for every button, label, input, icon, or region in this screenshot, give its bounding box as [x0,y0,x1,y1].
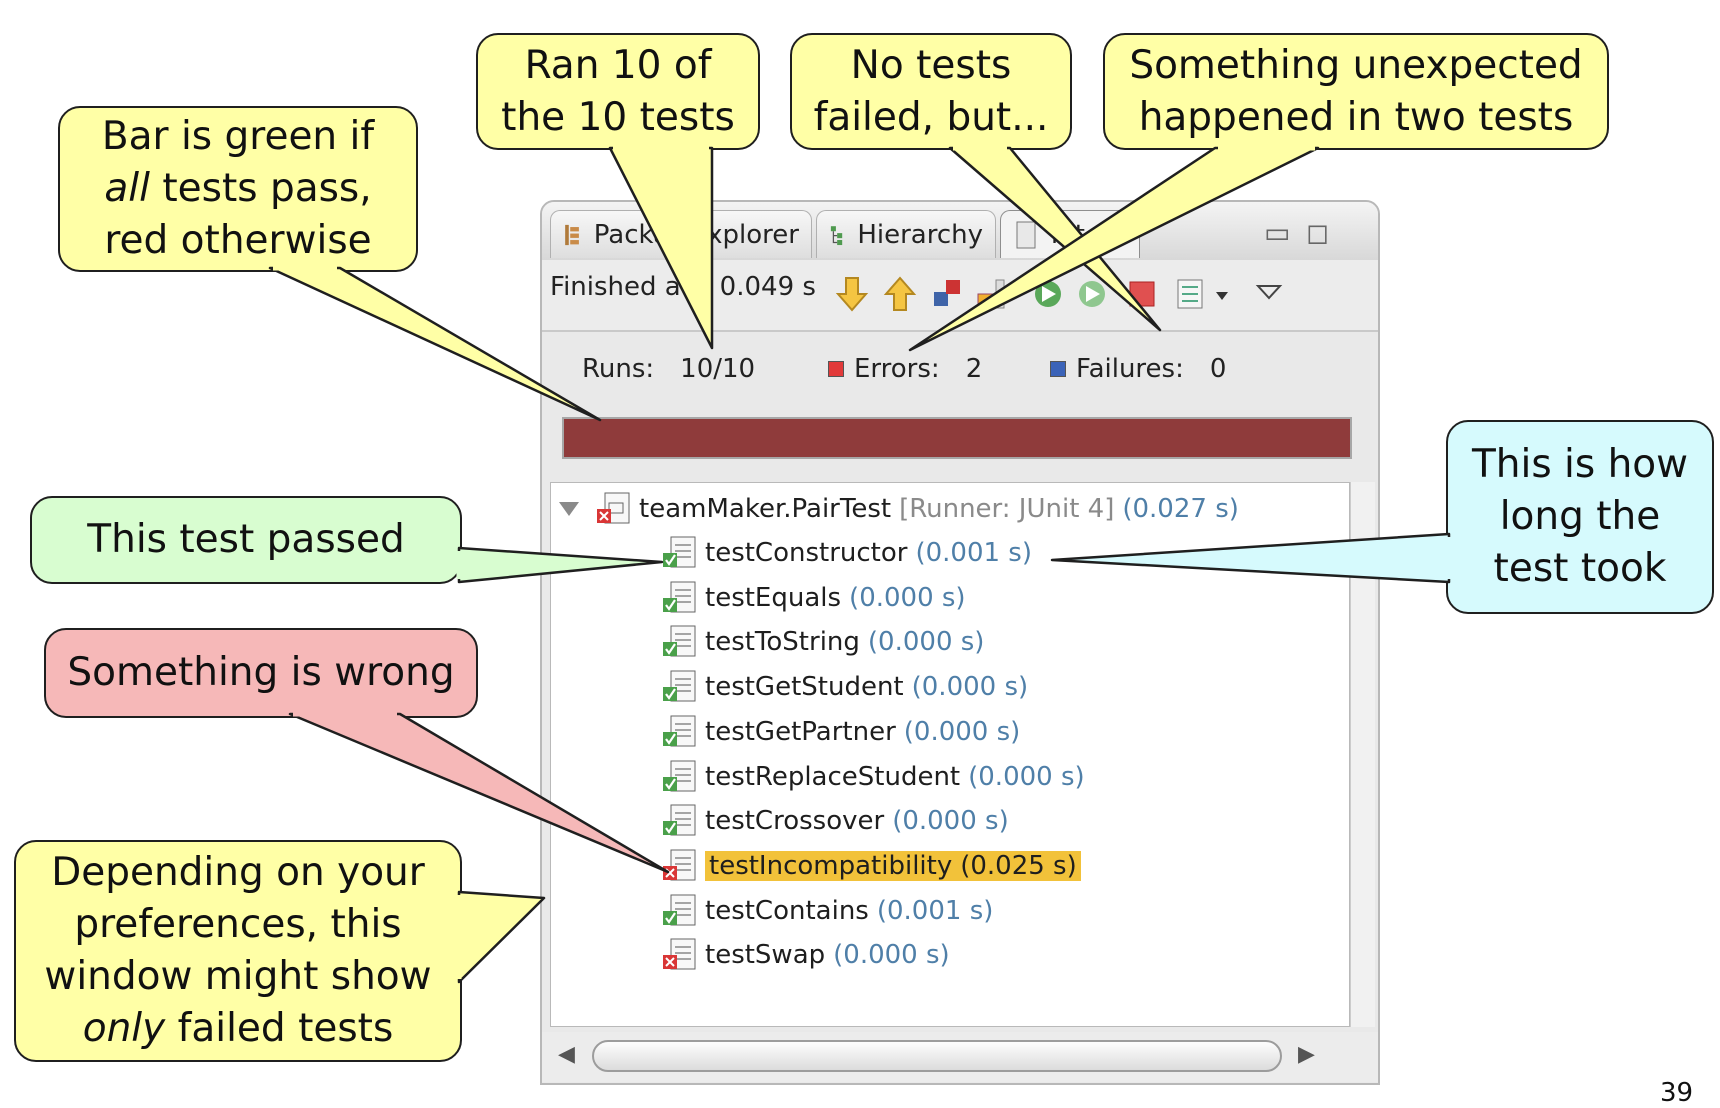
callout-test-passed: This test passed [30,496,462,584]
page-number: 39 [1660,1078,1694,1108]
failures-counter: Failures:0 [1050,354,1226,384]
test-row[interactable]: testGetPartner(0.000 s) [661,714,1020,750]
failure-icon [1050,361,1066,377]
error-icon [828,361,844,377]
test-counters: Runs:10/10 Errors:2 Failures:0 [542,332,1378,392]
test-name: testIncompatibility [709,850,953,881]
callout-how-long: This is how long the test took [1446,420,1714,614]
errors-counter: Errors:2 [828,354,982,384]
test-row[interactable]: testEquals(0.000 s) [661,580,966,616]
callout-bar-green: Bar is green if all tests pass, red othe… [58,106,418,272]
test-pass-icon [663,536,696,568]
next-failure-icon[interactable] [832,274,872,314]
horizontal-scrollbar[interactable]: ◀ ▶ [542,1032,1378,1082]
tab-junit[interactable]: nit ✕ [1000,210,1140,258]
test-row[interactable]: testToString(0.000 s) [661,624,984,660]
test-name: testEquals [705,582,842,613]
maximize-icon[interactable]: ◻ [1306,216,1330,249]
test-run-history-icon[interactable] [1172,274,1212,314]
test-duration: (0.000 s) [892,806,1009,837]
callout-something-unexpected: Something unexpected happened in two tes… [1103,33,1609,150]
test-pass-icon [663,760,696,791]
pointer-depending-preferences [457,890,546,984]
junit-icon [1016,221,1036,248]
test-duration: (0.001 s) [915,538,1032,568]
previous-failure-icon[interactable] [880,274,920,314]
test-error-icon [663,938,696,970]
scroll-thumb[interactable] [592,1040,1282,1072]
callout-depending-preferences: Depending on your preferences, this wind… [14,840,462,1062]
test-results-tree: teamMaker.PairTest [Runner: JUnit 4] (0.… [550,482,1350,1027]
rerun-failed-first-icon[interactable] [1072,274,1112,314]
test-duration: (0.025 s) [960,850,1077,881]
callout-ran-tests: Ran 10 of the 10 tests [476,33,760,150]
callout-something-wrong: Something is wrong [44,628,478,718]
package-explorer-icon [565,224,579,245]
test-row[interactable]: testContains(0.001 s) [661,893,993,929]
test-pass-icon [663,715,696,747]
chevron-down-icon[interactable] [1210,274,1234,314]
scroll-left-arrow-icon[interactable]: ◀ [558,1042,575,1067]
tab-label: Packa [593,219,670,250]
callout-no-tests-failed: No tests failed, but... [790,33,1072,150]
test-row[interactable]: testReplaceStudent(0.000 s) [661,759,1085,795]
show-failures-only-icon[interactable] [930,274,970,314]
test-name: testCrossover [705,806,885,837]
test-name: testGetPartner [705,716,896,747]
view-menu-icon[interactable] [1254,274,1284,314]
test-suite-error-icon [597,492,630,524]
tab-hierarchy[interactable]: Hierarchy [816,210,996,258]
test-name: testContains [705,895,869,926]
test-name: testToString [705,627,860,658]
test-pass-icon [663,581,696,613]
scroll-lock-icon[interactable] [972,274,1012,314]
test-progress-bar [562,417,1352,459]
close-icon[interactable]: ✕ [1096,218,1121,251]
suite-row[interactable]: teamMaker.PairTest [Runner: JUnit 4] (0.… [559,491,1239,527]
test-pass-icon [663,625,696,657]
scroll-right-arrow-icon[interactable]: ▶ [1298,1042,1315,1067]
view-tab-bar: Packa Explorer Hierarchy nit ✕ ▭ ◻ [542,202,1378,262]
test-duration: (0.000 s) [867,627,985,658]
test-row[interactable]: testIncompatibility(0.025 s) [661,848,1081,884]
test-pass-icon [663,894,696,926]
test-name: testGetStudent [705,672,904,703]
test-duration: (0.000 s) [849,582,966,613]
test-row[interactable]: testSwap(0.000 s) [661,937,950,973]
rerun-test-icon[interactable] [1028,274,1068,314]
expand-triangle-icon[interactable] [559,502,579,516]
test-duration: (0.000 s) [833,940,950,971]
tab-package-explorer[interactable]: Packa Explorer [550,210,812,258]
stop-icon[interactable] [1122,274,1162,314]
minimize-icon[interactable]: ▭ [1264,216,1291,249]
tab-label: nit [1051,219,1085,250]
test-name: testReplaceStudent [705,761,961,792]
test-duration: (0.000 s) [911,672,1029,703]
junit-view-window: Packa Explorer Hierarchy nit ✕ ▭ ◻ Finis… [540,200,1380,1085]
test-pass-icon [663,670,696,702]
test-pass-icon [663,804,696,836]
hierarchy-icon [830,225,843,245]
tab-label: Explorer [690,219,799,250]
test-row[interactable]: testGetStudent(0.000 s) [661,669,1028,705]
vertical-scrollbar[interactable] [1350,482,1375,1027]
test-duration: (0.001 s) [876,895,994,926]
test-name: testConstructor [705,538,908,568]
test-row[interactable]: testCrossover(0.000 s) [661,803,1009,839]
test-duration: (0.000 s) [968,761,1085,792]
test-error-icon [663,849,696,881]
runs-counter: Runs:10/10 [582,354,756,384]
test-name: testSwap [705,940,826,971]
progress-bar-fill [564,419,1350,457]
test-duration: (0.000 s) [903,716,1021,747]
test-row[interactable]: testConstructor(0.001 s) [661,535,1032,571]
tab-label: Hierarchy [857,219,983,250]
